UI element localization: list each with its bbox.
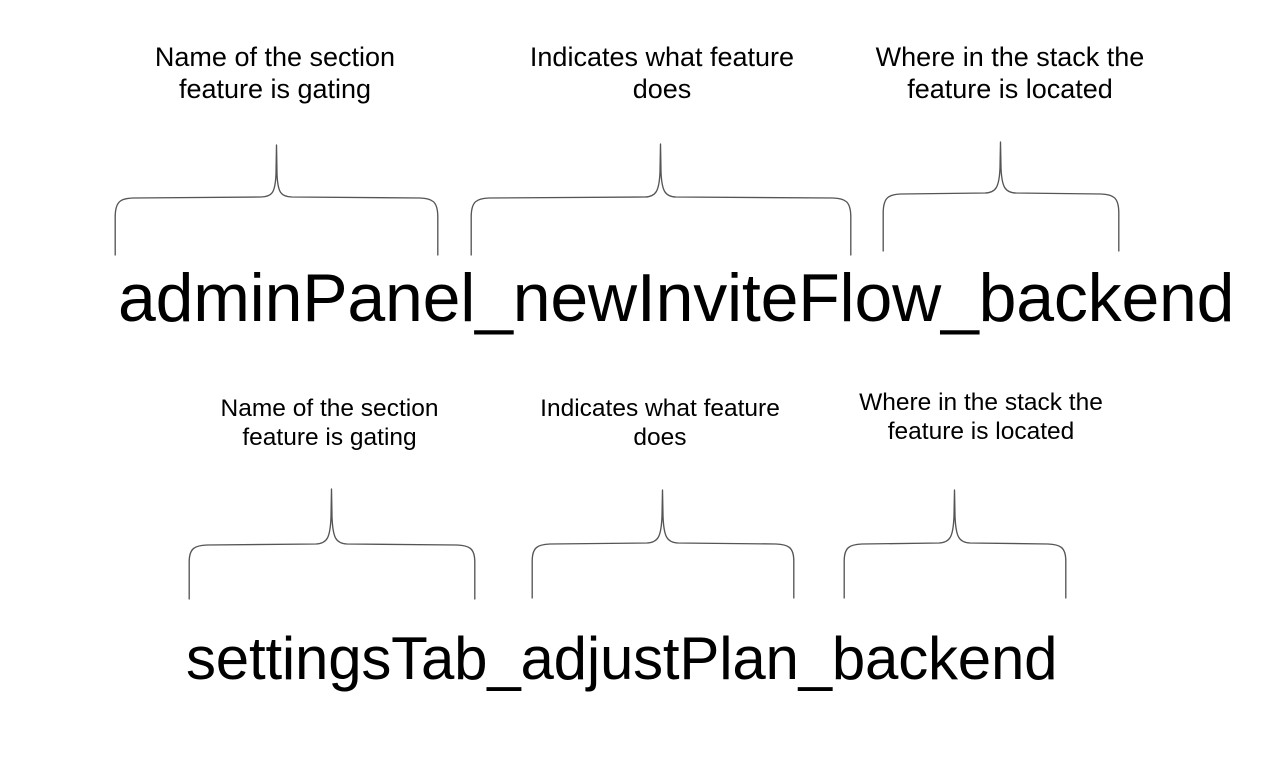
- brace-feature-action-row-1: [470, 143, 852, 256]
- brace-stack-location-row-2: [843, 489, 1067, 599]
- flag-name-row-1: adminPanel_newInviteFlow_backend: [118, 260, 1235, 336]
- brace-section-name-row-2: [188, 488, 476, 600]
- flag-name-row-2: settingsTab_adjustPlan_backend: [186, 625, 1058, 692]
- caption-stack-location-row-1: Where in the stack the feature is locate…: [875, 42, 1145, 104]
- caption-feature-action-row-1: Indicates what feature does: [529, 42, 795, 104]
- caption-section-name-row-2: Name of the section feature is gating: [220, 395, 439, 451]
- brace-stack-location-row-1: [882, 141, 1120, 252]
- brace-feature-action-row-2: [531, 489, 795, 599]
- brace-section-name-row-1: [114, 144, 439, 256]
- caption-section-name-row-1: Name of the section feature is gating: [154, 42, 396, 104]
- caption-feature-action-row-2: Indicates what feature does: [540, 395, 780, 451]
- caption-stack-location-row-2: Where in the stack the feature is locate…: [859, 389, 1103, 445]
